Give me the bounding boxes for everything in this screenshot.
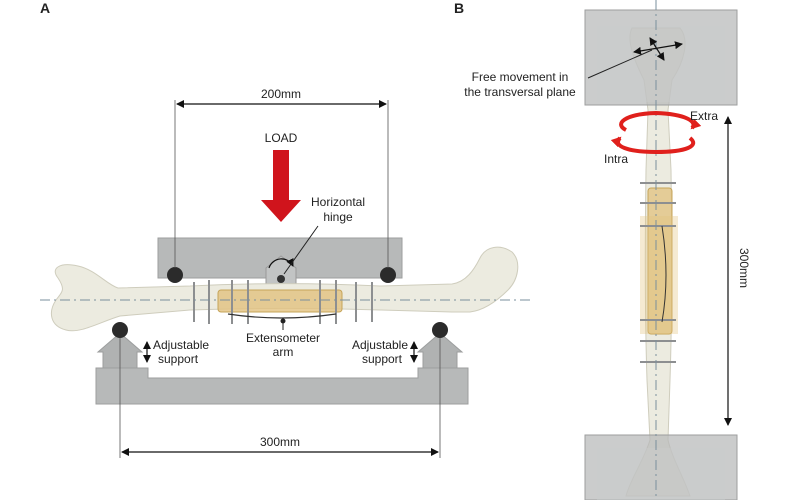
free-movement-cross-arrows <box>633 37 683 61</box>
hinge-leader <box>283 225 319 275</box>
screws-panel-a <box>193 280 373 324</box>
panel-b-letter: B <box>454 0 464 16</box>
bottom-fixture-b <box>584 434 738 500</box>
extensometer-label-line1: Extensometer <box>246 331 320 345</box>
panel-b: B Free movement in the transve <box>454 0 751 500</box>
extra-label: Extra <box>690 109 718 123</box>
dimension-300mm-a-label: 300mm <box>260 435 300 449</box>
bottom-fixture-inner-b <box>597 448 725 500</box>
rotation-arrows <box>610 110 702 155</box>
support-left-line2: support <box>158 352 199 366</box>
dimension-200mm-label: 200mm <box>261 87 301 101</box>
bone-plate <box>217 289 343 313</box>
load-ball-right <box>380 267 396 283</box>
support-right-line2: support <box>362 352 403 366</box>
extensometer-arm-b <box>661 225 667 323</box>
screws-panel-b <box>640 182 676 363</box>
free-movement-line2: the transversal plane <box>464 85 576 99</box>
femur-horizontal <box>50 246 519 332</box>
hinge-pin <box>277 275 285 283</box>
free-movement-line1: Free movement in <box>472 70 569 84</box>
dimension-300mm-a <box>119 338 441 458</box>
hinge-label-line1: Horizontal <box>311 195 365 209</box>
top-fixture-inner-b <box>597 26 725 102</box>
panel-a-letter: A <box>40 0 50 16</box>
panel-a: A <box>40 0 530 458</box>
intra-label: Intra <box>604 152 628 166</box>
load-label: LOAD <box>265 131 298 145</box>
extensometer-label-line2: arm <box>273 345 294 359</box>
support-ball-right <box>432 322 448 338</box>
extensometer-arm <box>227 313 337 319</box>
hinge-label-line2: hinge <box>323 210 353 224</box>
support-base-fixture <box>95 367 469 405</box>
support-right-line1: Adjustable <box>352 338 408 352</box>
dimension-300mm-b-label: 300mm <box>737 248 751 288</box>
support-left-line1: Adjustable <box>153 338 209 352</box>
load-ball-left <box>167 267 183 283</box>
load-arrow <box>261 150 301 222</box>
free-movement-leader <box>587 49 653 79</box>
support-ball-left <box>112 322 128 338</box>
bone-plate-b <box>647 187 673 335</box>
plate-window-b <box>640 216 678 334</box>
dimension-200mm <box>174 100 389 268</box>
